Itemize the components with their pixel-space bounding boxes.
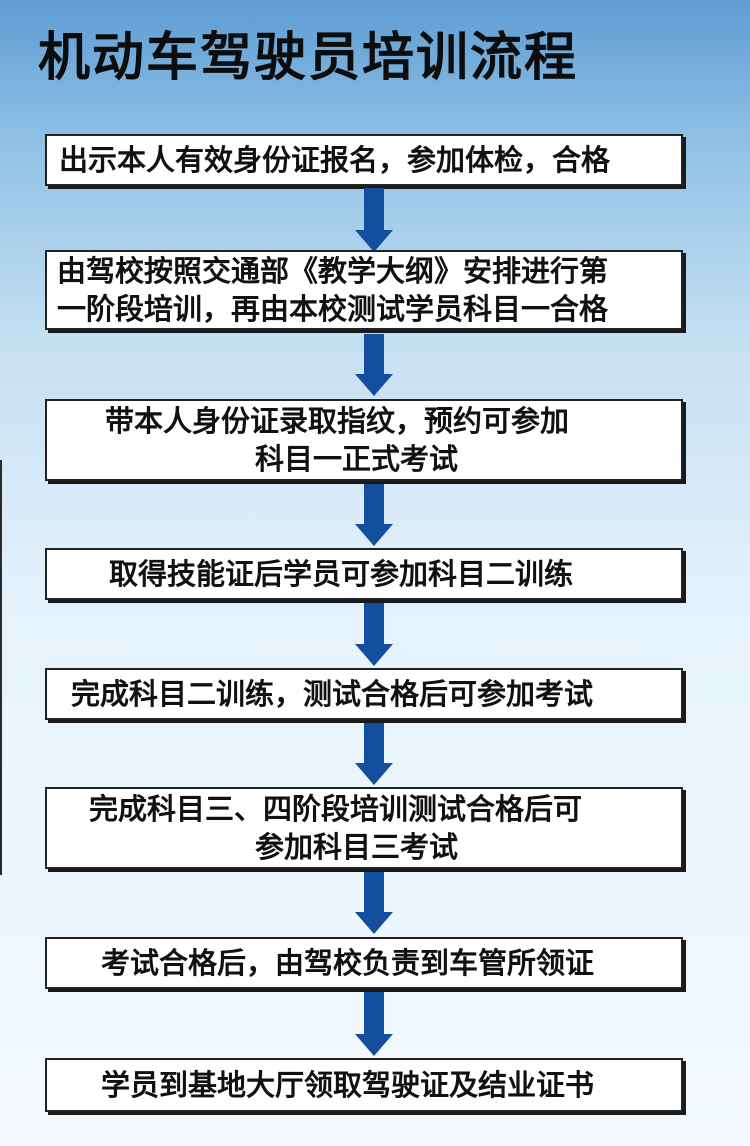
step-box-7: 考试合格后，由驾校负责到车管所领证: [45, 937, 683, 989]
step-5-line-1: 完成科目二训练，测试合格后可参加考试: [71, 677, 594, 711]
step-box-2: 由驾校按照交通部《教学大纲》安排进行第 一阶段培训，再由本校测试学员科目一合格: [45, 250, 683, 330]
down-arrow-icon: [355, 723, 393, 785]
down-arrow-icon: [355, 484, 393, 546]
step-3-line-1: 带本人身份证录取指纹，预约可参加: [105, 404, 570, 438]
step-7-line-1: 考试合格后，由驾校负责到车管所领证: [101, 946, 595, 980]
step-box-4: 取得技能证后学员可参加科目二训练: [45, 548, 683, 600]
step-2-line-1: 由驾校按照交通部《教学大纲》安排进行第: [57, 254, 609, 288]
step-box-6: 完成科目三、四阶段培训测试合格后可 参加科目三考试: [45, 787, 683, 869]
step-box-3: 带本人身份证录取指纹，预约可参加 科目一正式考试: [45, 399, 683, 481]
down-arrow-icon: [355, 992, 393, 1056]
down-arrow-icon: [355, 334, 393, 396]
step-8-line-1: 学员到基地大厅领取驾驶证及结业证书: [101, 1068, 595, 1102]
step-box-1: 出示本人有效身份证报名，参加体检，合格: [45, 134, 683, 186]
step-4-line-1: 取得技能证后学员可参加科目二训练: [109, 557, 574, 591]
page-title: 机动车驾驶员培训流程: [38, 28, 579, 88]
side-divider: [0, 460, 2, 875]
step-box-5: 完成科目二训练，测试合格后可参加考试: [45, 668, 683, 720]
step-3-line-2: 科目一正式考试: [255, 442, 459, 476]
step-2-line-2: 一阶段培训，再由本校测试学员科目一合格: [57, 292, 609, 326]
down-arrow-icon: [355, 188, 393, 252]
step-box-8: 学员到基地大厅领取驾驶证及结业证书: [45, 1058, 683, 1112]
step-6-line-2: 参加科目三考试: [255, 830, 459, 864]
step-6-line-1: 完成科目三、四阶段培训测试合格后可: [89, 792, 583, 826]
step-1-line-1: 出示本人有效身份证报名，参加体检，合格: [59, 143, 611, 177]
down-arrow-icon: [355, 872, 393, 934]
down-arrow-icon: [355, 603, 393, 666]
